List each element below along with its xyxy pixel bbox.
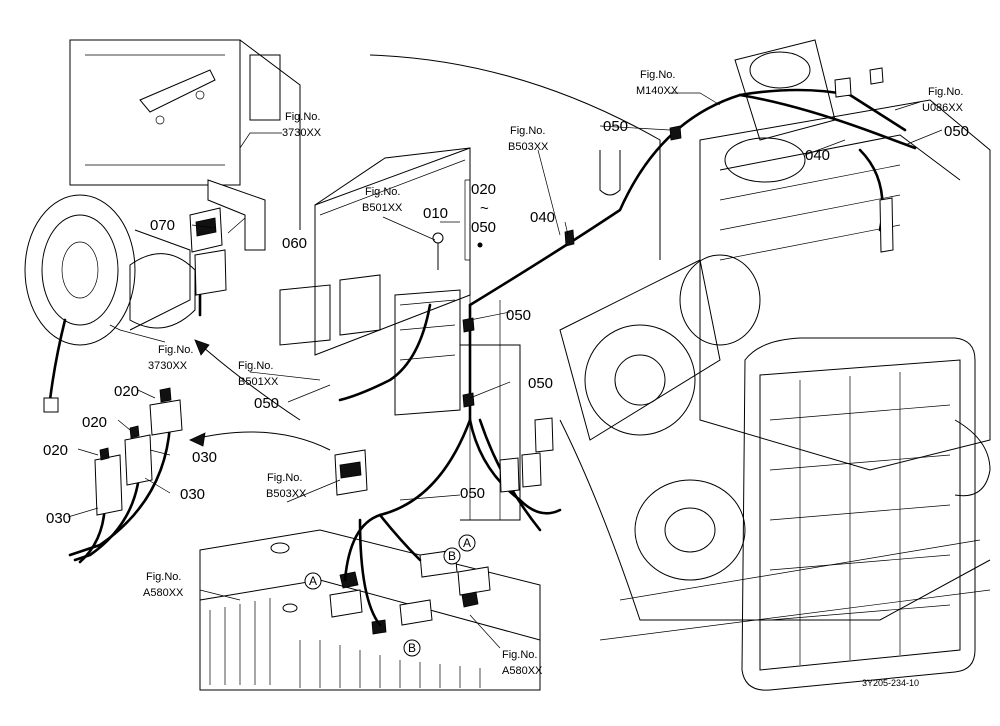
part-060-label: 060 (282, 235, 307, 252)
fig-ref-b503-bot-code: B503XX (266, 488, 307, 500)
part-050-mid2-label: 050 (528, 375, 553, 392)
fig-ref-m140-code: M140XX (636, 85, 679, 97)
fig-ref-b501-top-prefix: Fig.No. (365, 186, 400, 198)
part-040-right-label: 040 (805, 147, 830, 164)
part-050-right-label: 050 (944, 123, 969, 140)
fig-ref-a580-left-code: A580XX (143, 587, 184, 599)
machine-frame-art (24, 39, 301, 413)
leader-lines (67, 92, 943, 649)
components (94, 67, 894, 516)
part-050-range-label: 050 (471, 219, 496, 236)
fig-ref-b501-top-code: B501XX (362, 202, 403, 214)
fig-ref-b501-left-prefix: Fig.No. (238, 360, 273, 372)
connection-marks: A B A B (304, 534, 476, 657)
fig-ref-b503-top-prefix: Fig.No. (510, 125, 545, 137)
fig-ref-u086-prefix: Fig.No. (928, 86, 963, 98)
fig-ref-3730-top-code: 3730XX (282, 127, 322, 139)
fig-ref-b503-bot-prefix: Fig.No. (267, 472, 302, 484)
part-070-label: 070 (150, 217, 175, 234)
part-020-a-label: 020 (114, 383, 139, 400)
part-030-c-label: 030 (46, 510, 71, 527)
engine-art (559, 39, 991, 691)
part-030-a-label: 030 (192, 449, 217, 466)
part-030-b-label: 030 (180, 486, 205, 503)
part-050-harness-label: 050 (460, 485, 485, 502)
part-050-left-label: 050 (254, 395, 279, 412)
range-tilde-label: ~ (480, 200, 489, 217)
part-020-c-label: 020 (43, 442, 68, 459)
connection-mark-b-upper: B (448, 549, 456, 563)
wire-harness (68, 88, 917, 627)
fig-ref-b503-top-code: B503XX (508, 141, 549, 153)
callout-arrows (189, 339, 331, 451)
fig-ref-a580-bot-prefix: Fig.No. (502, 649, 537, 661)
part-050-mid1-label: 050 (506, 307, 531, 324)
fig-ref-b501-left-code: B501XX (238, 376, 279, 388)
drawing-id: 3Y205-234-10 (862, 678, 919, 688)
connection-mark-b-lower: B (408, 641, 416, 655)
fig-ref-3730-left-code: 3730XX (148, 360, 188, 372)
battery-art (199, 529, 541, 691)
fig-ref-u086-code: U086XX (922, 102, 964, 114)
connection-mark-a-upper: A (463, 536, 471, 550)
part-number-labels: 070 060 010 020 ~ 050 040 050 050 050 05… (43, 118, 969, 527)
connection-mark-a-lower: A (309, 574, 317, 588)
part-010-label: 010 (423, 205, 448, 222)
part-020-range-label: 020 (471, 181, 496, 198)
fig-ref-3730-top-prefix: Fig.No. (285, 111, 320, 123)
part-050-top-label: 050 (603, 118, 628, 135)
fig-ref-3730-left-prefix: Fig.No. (158, 344, 193, 356)
fig-ref-a580-left-prefix: Fig.No. (146, 571, 181, 583)
part-040-mid-label: 040 (530, 209, 555, 226)
fig-ref-a580-bot-code: A580XX (502, 665, 543, 677)
part-020-b-label: 020 (82, 414, 107, 431)
fig-ref-m140-prefix: Fig.No. (640, 69, 675, 81)
figure-reference-labels: Fig.No. 3730XX Fig.No. 3730XX Fig.No. B5… (143, 69, 964, 677)
